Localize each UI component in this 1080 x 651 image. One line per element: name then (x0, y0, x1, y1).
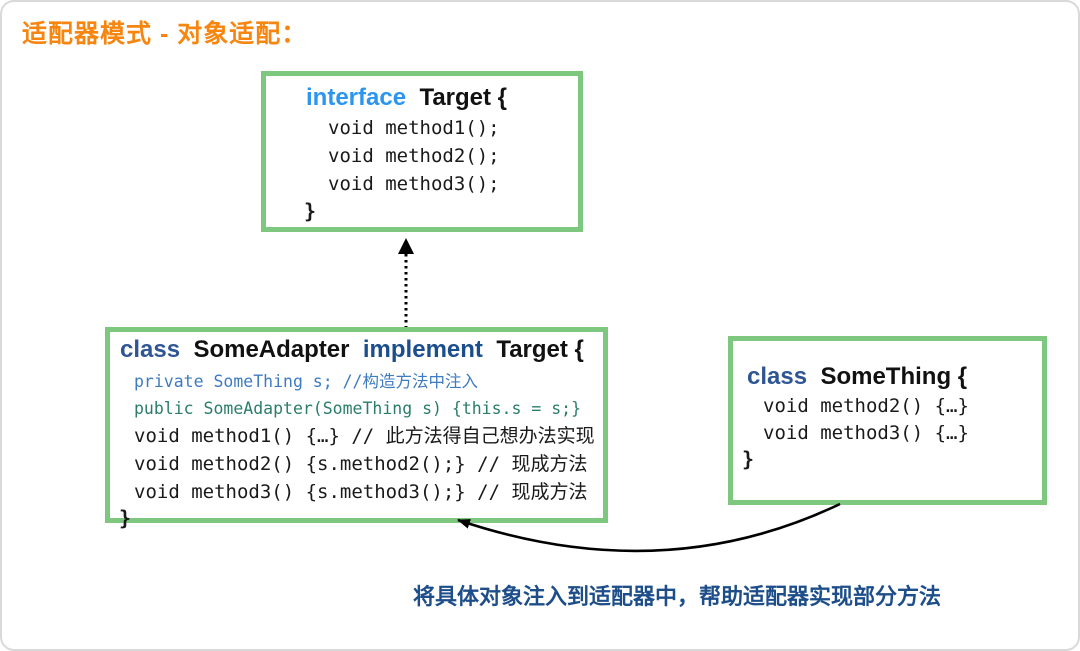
target-closing-brace: } (304, 199, 317, 223)
target-interface-box: interface Target { void method1(); void … (261, 71, 583, 232)
adapter-constructor-line: public SomeAdapter(SomeThing s) {this.s … (134, 399, 582, 418)
injection-annotation: 将具体对象注入到适配器中，帮助适配器实现部分方法 (413, 584, 942, 609)
arrow-head-icon (398, 238, 414, 254)
something-box-header: class SomeThing { (747, 363, 1042, 391)
injection-arrow (457, 502, 841, 553)
target-code-line: void method1(); (328, 117, 500, 139)
keyword-class: class (120, 336, 181, 363)
something-code-line: void method2() {…} (763, 395, 969, 417)
curved-arrow-line (457, 502, 841, 553)
adapter-private-field-line: private SomeThing s; //构造方法中注入 (134, 372, 478, 391)
something-class-name: SomeThing { (820, 363, 968, 390)
target-box-header: interface Target { (306, 84, 578, 112)
target-code-line: void method3(); (328, 173, 500, 195)
adapter-box-header: class SomeAdapter implement Target { (120, 336, 603, 364)
some-adapter-class-box: class SomeAdapter implement Target { pri… (105, 327, 608, 530)
target-code-line: void method2(); (328, 145, 500, 167)
some-thing-class-box: class SomeThing { void method2() {…} voi… (728, 336, 1047, 505)
adapter-method2-line: void method2() {s.method2();} // 现成方法 (134, 453, 588, 475)
something-code-line: void method3() {…} (763, 422, 969, 444)
something-closing-brace: } (742, 447, 755, 471)
keyword-interface: interface (306, 84, 407, 111)
keyword-implement: implement (362, 336, 483, 363)
target-interface-name: Target { (419, 84, 508, 111)
adapter-interface-name: Target { (496, 336, 584, 363)
adapter-method1-line: void method1() {…} // 此方法得自己想办法实现 (134, 425, 595, 447)
keyword-class: class (747, 363, 808, 390)
implements-arrow (398, 238, 414, 328)
adapter-class-name: SomeAdapter (193, 336, 350, 363)
adapter-closing-brace: } (119, 506, 132, 530)
page-title: 适配器模式 - 对象适配： (22, 20, 308, 48)
adapter-method3-line: void method3() {s.method3();} // 现成方法 (134, 481, 588, 503)
